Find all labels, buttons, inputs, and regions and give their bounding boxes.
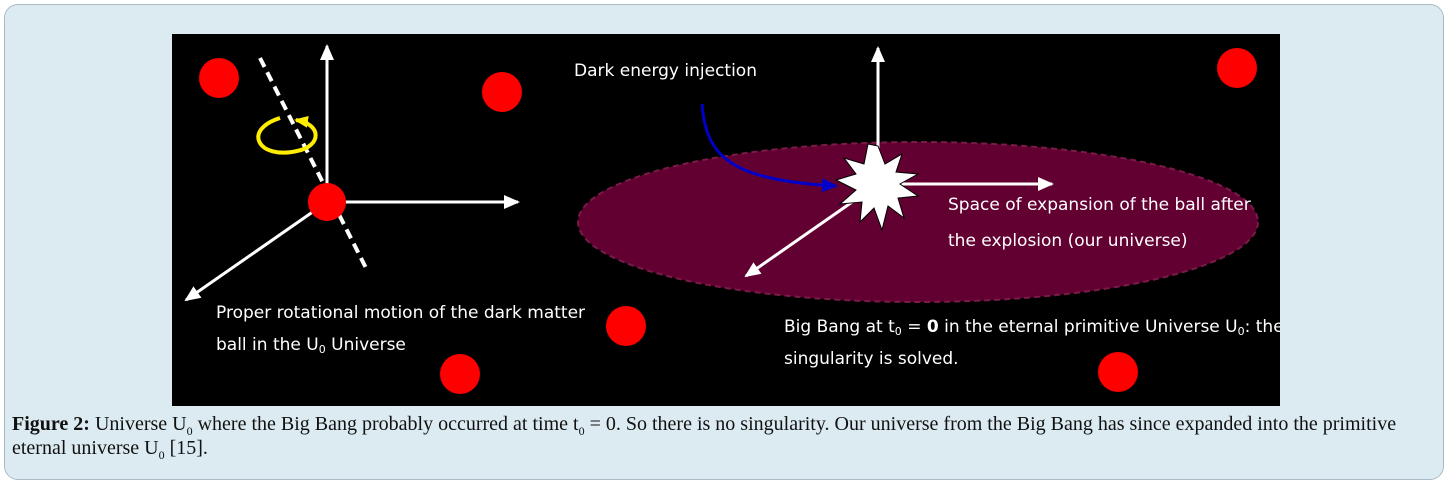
dark-matter-ball bbox=[1098, 352, 1138, 392]
caption-text: Universe U bbox=[89, 413, 187, 435]
rotation-label-line1: Proper rotational motion of the dark mat… bbox=[216, 303, 585, 323]
big-bang-explosion-icon bbox=[834, 143, 920, 232]
caption-text: where the Big Bang probably occurred at … bbox=[192, 413, 579, 435]
dark-matter-ball bbox=[199, 58, 239, 98]
diagram-canvas: Dark energy injection Space of expansion… bbox=[172, 34, 1280, 406]
rotating-ball bbox=[308, 183, 346, 221]
caption-subscript: 0 bbox=[578, 424, 585, 438]
diagram: Dark energy injection Space of expansion… bbox=[172, 34, 1280, 406]
figure-caption: Figure 2: Universe U0 where the Big Bang… bbox=[12, 412, 1436, 462]
rotation-axes bbox=[184, 44, 520, 302]
bigbang-axes bbox=[700, 46, 1054, 278]
dark-matter-ball bbox=[440, 354, 480, 394]
rotation-arrow-icon bbox=[256, 115, 318, 155]
dark-energy-label: Dark energy injection bbox=[574, 61, 757, 81]
rotation-label-line2: ball in the U0 Universe bbox=[216, 335, 406, 356]
rotation-axis-dashed bbox=[258, 57, 368, 269]
expansion-label-line2: the explosion (our universe) bbox=[948, 231, 1188, 251]
caption-text: = 0. So there is no singularity. Our uni… bbox=[12, 413, 1397, 459]
dark-energy-injection-arrow bbox=[700, 103, 838, 193]
caption-subscript: 0 bbox=[158, 448, 165, 462]
dark-matter-ball bbox=[606, 306, 646, 346]
bigbang-label-line2: singularity is solved. bbox=[784, 349, 959, 369]
caption-label: Figure 2: bbox=[12, 413, 90, 435]
caption-subscript: 0 bbox=[186, 424, 193, 438]
expansion-ellipse bbox=[577, 141, 1259, 303]
caption-text: [15]. bbox=[164, 437, 208, 459]
dark-matter-ball bbox=[482, 72, 522, 112]
dark-matter-ball bbox=[1217, 48, 1257, 88]
expansion-label-line1: Space of expansion of the ball after bbox=[948, 195, 1251, 215]
bigbang-label-line1: Big Bang at t0 = 0 in the eternal primit… bbox=[784, 317, 1280, 338]
axis-arrow-down-left bbox=[184, 200, 328, 302]
